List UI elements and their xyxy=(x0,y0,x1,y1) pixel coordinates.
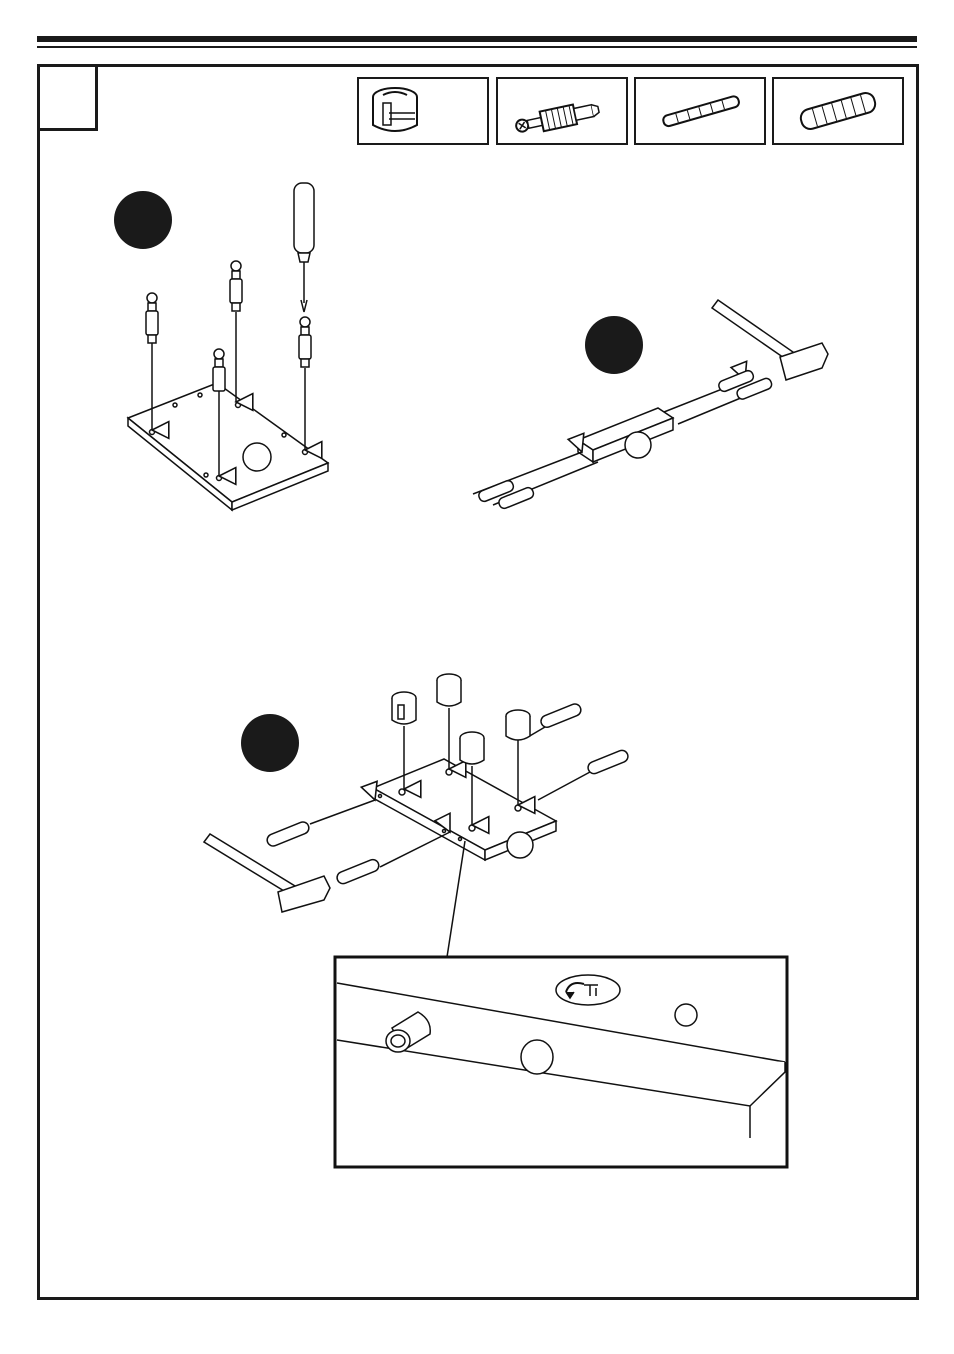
substep-marker-1 xyxy=(114,191,172,249)
hammer-icon xyxy=(712,300,828,380)
substep-2-illustration xyxy=(473,300,828,516)
cam-bolt-4 xyxy=(299,317,311,367)
cam-bolt-3 xyxy=(213,349,225,391)
part-callout-circle xyxy=(625,432,651,458)
detail-inset xyxy=(335,957,787,1167)
inset-cam-lock-icon xyxy=(556,975,620,1005)
cam-lock-2 xyxy=(437,674,461,706)
hammer-icon xyxy=(204,834,330,912)
cam-bolt-2 xyxy=(230,261,242,311)
cam-lock-4 xyxy=(506,710,530,740)
cam-lock-1 xyxy=(392,692,416,724)
part-callout-circle xyxy=(507,832,533,858)
cam-bolt-1 xyxy=(146,293,158,343)
cam-lock-3 xyxy=(460,732,484,764)
screwdriver-icon xyxy=(294,183,314,312)
part-callout-circle xyxy=(243,443,271,471)
substep-marker-3 xyxy=(241,714,299,772)
substep-marker-2 xyxy=(585,316,643,374)
